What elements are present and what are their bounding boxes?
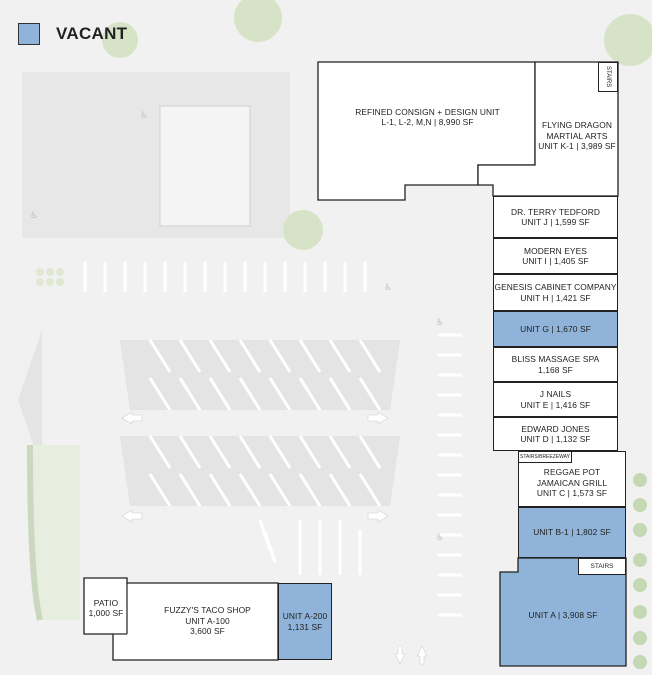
arrow-right-icon: [367, 509, 389, 523]
unit-detail: 3,600 SF: [190, 626, 225, 637]
unit-a100-fuzzys[interactable]: FUZZY'S TACO SHOP UNIT A-100 3,600 SF: [145, 598, 270, 644]
unit-name: FLYING DRAGON: [541, 120, 612, 131]
trees: [102, 0, 652, 250]
accessible-parking-icon: ♿: [30, 211, 38, 221]
unit-detail: UNIT B-1 | 1,802 SF: [533, 527, 611, 538]
unit-d-edward-jones[interactable]: EDWARD JONES UNIT D | 1,132 SF: [493, 417, 618, 451]
unit-a-shape: [499, 557, 627, 667]
stairs-label-bottom: STAIRS: [578, 558, 626, 575]
tree-icon: [234, 0, 282, 42]
unit-name: UNIT A-200: [282, 611, 328, 621]
unit-j-tedford[interactable]: DR. TERRY TEDFORD UNIT J | 1,599 SF: [493, 196, 618, 238]
unit-detail: UNIT J | 1,599 SF: [521, 217, 590, 227]
unit-name: REFINED CONSIGN + DESIGN UNIT: [355, 106, 500, 117]
accessible-parking-icon: ♿: [384, 283, 392, 293]
unit-flying-dragon[interactable]: FLYING DRAGON MARTIAL ARTS UNIT K-1 | 3,…: [537, 112, 617, 160]
curb: [27, 444, 43, 621]
right-stalls: [438, 333, 462, 617]
unit-detail: 1,000 SF: [88, 608, 124, 618]
unit-name: J NAILS: [539, 389, 572, 399]
unit-patio[interactable]: PATIO 1,000 SF: [86, 590, 126, 626]
tree-icon: [633, 655, 647, 669]
accessible-parking-icon: ♿: [436, 533, 444, 543]
left-island: [18, 330, 42, 470]
tree-icon: [633, 578, 647, 592]
unit-name: MARTIAL ARTS: [546, 130, 608, 141]
bottom-stalls: [258, 519, 362, 575]
legend-vacant-swatch: [18, 23, 40, 45]
unit-h-genesis[interactable]: GENESIS CABINET COMPANY UNIT H | 1,421 S…: [493, 274, 618, 311]
tree-icon: [633, 523, 647, 537]
right-island: [360, 340, 395, 360]
unit-name: MODERN EYES: [524, 245, 587, 256]
unit-detail: 1,131 SF: [287, 621, 323, 632]
unit-detail: UNIT G | 1,670 SF: [520, 323, 591, 334]
unit-bliss-massage[interactable]: BLISS MASSAGE SPA 1,168 SF: [493, 347, 618, 382]
unit-detail: 1,168 SF: [538, 364, 573, 375]
angled-stalls: [148, 339, 382, 507]
unit-name: GENESIS CABINET COMPANY: [494, 282, 617, 292]
legend-label: VACANT: [56, 24, 128, 43]
unit-detail: UNIT E | 1,416 SF: [520, 399, 591, 410]
tree-icon: [633, 631, 647, 645]
arrow-left-icon: [121, 509, 143, 523]
parking-stripes: [83, 262, 367, 292]
arrow-down-icon: [394, 645, 406, 665]
shrubs: [36, 268, 64, 286]
tree-icon: [633, 498, 647, 512]
legend: VACANT: [18, 23, 127, 45]
accessible-parking-icon: ♿: [140, 111, 148, 121]
unit-flying-dragon-shape: [477, 61, 619, 197]
stairs-breezeway-tag: STAIRS/BREEZEWAY: [518, 451, 572, 463]
unit-name: FUZZY'S TACO SHOP: [164, 605, 251, 616]
tree-icon: [102, 22, 138, 58]
arrow-up-icon: [416, 645, 428, 665]
unit-name: BLISS MASSAGE SPA: [511, 354, 600, 364]
arrow-left-icon: [121, 411, 143, 425]
stairs-label-top: STAIRS: [598, 62, 618, 92]
unit-name: PATIO: [93, 597, 119, 608]
unit-i-modern-eyes[interactable]: MODERN EYES UNIT I | 1,405 SF: [493, 238, 618, 274]
unit-detail: UNIT C | 1,573 SF: [536, 488, 608, 499]
tree-icon: [633, 473, 647, 487]
unit-name: REGGAE POT: [543, 467, 601, 478]
unit-a200-vacant[interactable]: UNIT A-200 1,131 SF: [278, 583, 332, 660]
tree-icon: [633, 605, 647, 619]
parking-island: [159, 105, 251, 227]
unit-name: EDWARD JONES: [521, 423, 590, 434]
unit-detail: UNIT K-1 | 3,989 SF: [538, 141, 616, 152]
tree-icon: [633, 553, 647, 567]
traffic-arrows: [121, 411, 428, 665]
hedge-trees: [633, 473, 647, 669]
unit-detail: UNIT D | 1,132 SF: [520, 434, 591, 444]
unit-refined-consign[interactable]: REFINED CONSIGN + DESIGN UNIT L-1, L-2, …: [330, 92, 525, 142]
landscape-strip: [30, 445, 80, 620]
unit-detail: L-1, L-2, M,N | 8,990 SF: [381, 117, 474, 127]
tree-icon: [604, 14, 652, 66]
tree-icon: [283, 210, 323, 250]
unit-detail: UNIT I | 1,405 SF: [522, 256, 589, 266]
unit-name: DR. TERRY TEDFORD: [510, 206, 601, 217]
unit-name: JAMAICAN GRILL: [536, 477, 608, 488]
unit-detail: UNIT A | 3,908 SF: [528, 609, 598, 620]
unit-g-vacant[interactable]: UNIT G | 1,670 SF: [493, 311, 618, 347]
unit-a-vacant[interactable]: UNIT A | 3,908 SF: [502, 590, 624, 640]
arrow-right-icon: [367, 411, 389, 425]
unit-detail: UNIT H | 1,421 SF: [520, 292, 591, 303]
unit-number: UNIT A-100: [185, 615, 230, 626]
unit-e-j-nails[interactable]: J NAILS UNIT E | 1,416 SF: [493, 382, 618, 417]
fuzzys-building-shape: [83, 577, 279, 661]
accessible-parking-icon: ♿: [436, 318, 444, 328]
